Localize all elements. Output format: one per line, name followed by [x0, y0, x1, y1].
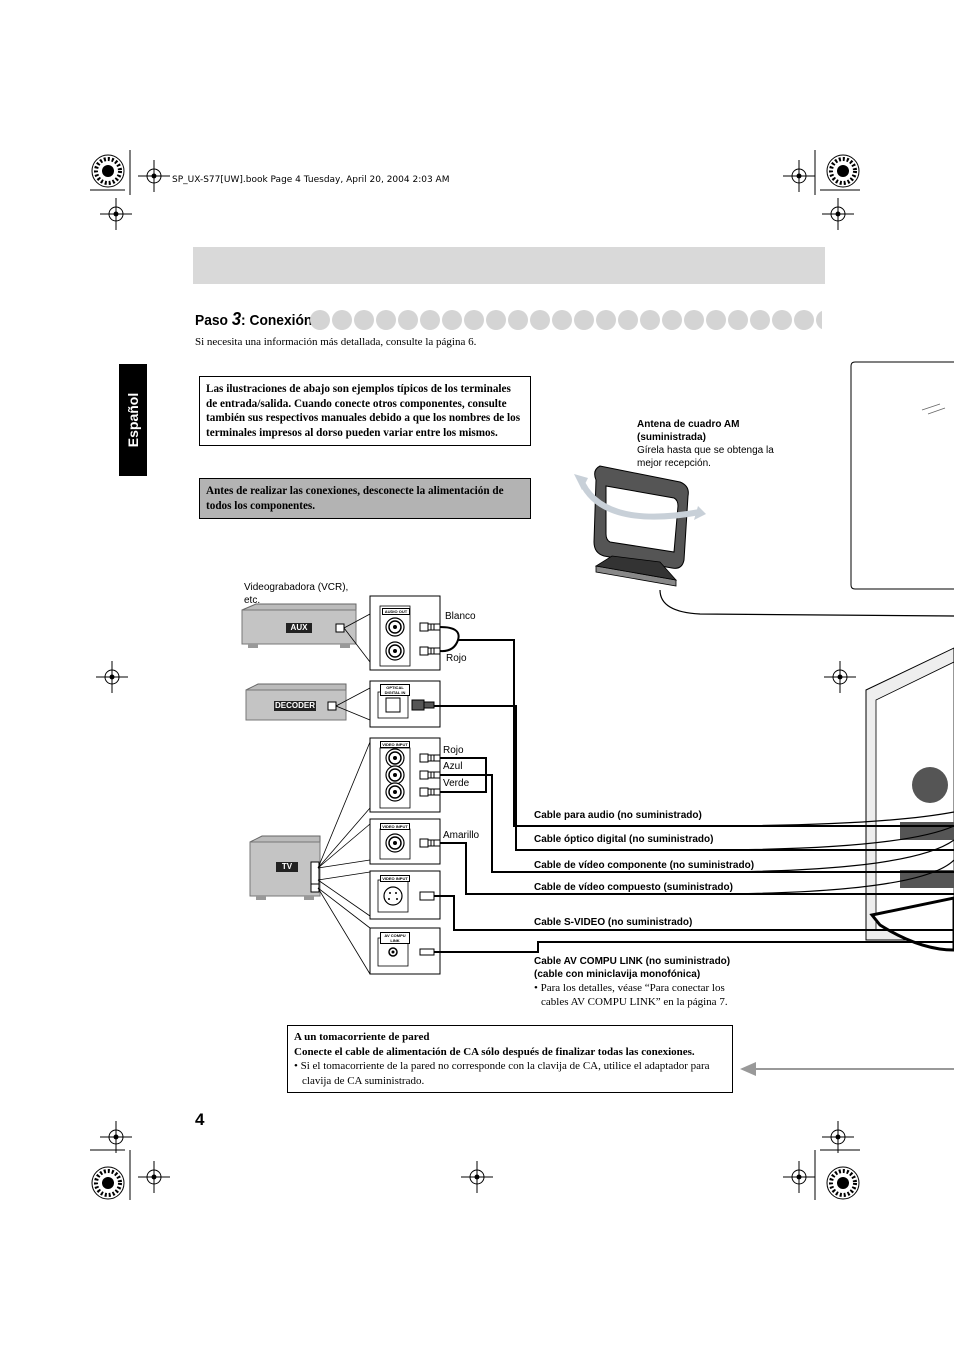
intro-text: Si necesita una información más detallad… [195, 336, 477, 348]
antenna-wire [659, 589, 954, 617]
wall-outlet-title: A un tomacorriente de pared [294, 1031, 430, 1043]
page-title: Paso 3: Conexión [195, 309, 312, 330]
registration-mark-icon [137, 1160, 171, 1194]
title-dots-divider [310, 310, 822, 330]
plug-color-label: Rojo [443, 745, 464, 756]
cable-label-optical: Cable óptico digital (no suministrado) [534, 834, 714, 845]
language-side-tab: Español [119, 364, 147, 476]
registration-star-icon [90, 153, 126, 189]
tv-device-icon [249, 835, 321, 900]
main-unit-outline [850, 361, 954, 590]
antenna-desc: Gírela hasta que se obtenga la [637, 445, 774, 456]
plug-color-label: Amarillo [443, 830, 480, 841]
decoder-label: DECODER [274, 701, 316, 711]
registration-mark-icon [137, 159, 171, 193]
optical-label: OPTICAL DIGITAL IN [380, 684, 410, 696]
cable-label-audio: Cable para audio (no suministrado) [534, 810, 702, 821]
aux-label: AUX [286, 623, 312, 633]
compulink-label: AV COMPU LINK [380, 932, 410, 944]
side-tab-label: Español [125, 392, 141, 448]
print-header: SP_UX-S77[UW].book Page 4 Tuesday, April… [172, 175, 450, 185]
video-input-label: VIDEO INPUT [380, 823, 410, 830]
component-jack-panel [369, 737, 441, 813]
audio-out-label: AUDIO OUT [382, 608, 410, 615]
note-box: Las ilustraciones de abajo son ejemplos … [199, 376, 531, 446]
wall-outlet-arrow-icon [740, 1062, 954, 1076]
page-number: 4 [195, 1110, 205, 1129]
antenna-subtitle: (suministrada) [637, 432, 706, 443]
registration-mark-icon [782, 159, 816, 193]
antenna-desc: mejor recepción. [637, 458, 711, 469]
registration-mark-icon [95, 660, 129, 694]
crop-marks [90, 150, 860, 1200]
warning-box: Antes de realizar las conexiones, descon… [199, 478, 531, 519]
wall-outlet-bullet: • Si el tomacorriente de la pared no cor… [294, 1060, 710, 1087]
am-loop-antenna-icon [574, 465, 706, 587]
header-band [193, 247, 825, 284]
main-unit-rear [865, 647, 954, 952]
registration-star-icon [90, 1165, 126, 1201]
registration-star-icon [825, 1165, 861, 1201]
plug-color-label: Blanco [445, 611, 476, 622]
compulink-note: • Para los detalles, véase “Para conecta… [534, 982, 725, 994]
video-input-label: VIDEO INPUT [380, 875, 410, 882]
registration-mark-icon [99, 197, 133, 231]
registration-mark-icon [99, 1120, 133, 1154]
cable-label-component: Cable de vídeo componente (no suministra… [534, 860, 755, 871]
vcr-caption: Videograbadora (VCR), [244, 582, 349, 593]
registration-mark-icon [460, 1160, 494, 1194]
plug-color-label: Verde [443, 778, 470, 789]
plug-color-label: Rojo [446, 653, 467, 664]
video-input-label: VIDEO INPUT [380, 741, 410, 748]
plug-color-label: Azul [443, 761, 463, 772]
registration-mark-icon [823, 660, 857, 694]
step-prefix: Paso [195, 312, 232, 329]
compulink-note: cables AV COMPU LINK” en la página 7. [541, 996, 728, 1008]
wall-outlet-instruction: Conecte el cable de alimentación de CA s… [294, 1045, 695, 1058]
antenna-title: Antena de cuadro AM [637, 419, 740, 430]
cable-label-compulink: Cable AV COMPU LINK (no suministrado) [534, 956, 731, 967]
tv-label: TV [276, 862, 298, 872]
registration-mark-icon [821, 197, 855, 231]
cable-label-svideo: Cable S-VIDEO (no suministrado) [534, 917, 693, 928]
wall-outlet-box: A un tomacorriente de pared Conecte el c… [287, 1025, 733, 1093]
cable-label-compulink-sub: (cable con miniclavija monofónica) [534, 969, 701, 980]
vcr-caption: etc. [244, 595, 261, 606]
registration-mark-icon [821, 1120, 855, 1154]
cable-label-composite: Cable de vídeo compuesto (suministrado) [534, 882, 733, 893]
registration-mark-icon [782, 1160, 816, 1194]
step-title: : Conexión [241, 312, 313, 329]
registration-star-icon [825, 153, 861, 189]
step-number: 3 [231, 309, 242, 329]
